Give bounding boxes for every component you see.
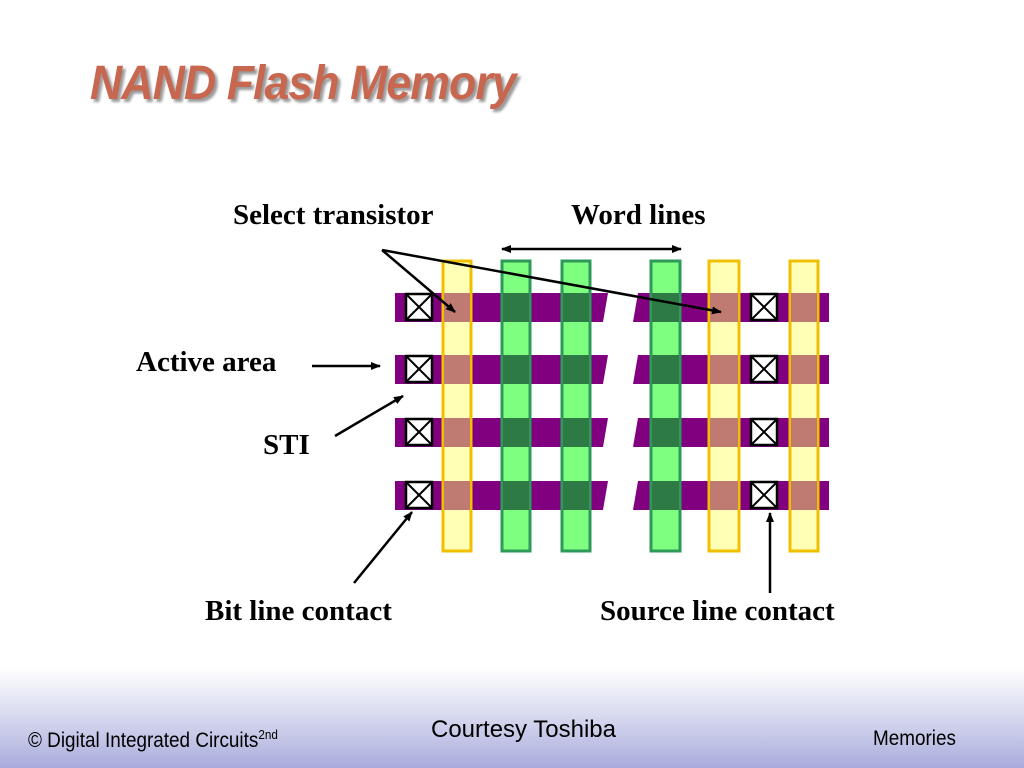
crossed-box-icon	[404, 292, 434, 322]
select-overlaps	[444, 293, 817, 510]
select-transistor-pointer-right	[381, 248, 722, 315]
crossed-box-icon	[749, 417, 779, 447]
source-line-contact-label: Source line contact	[600, 595, 835, 627]
crossed-box-icon	[749, 292, 779, 322]
footer-courtesy: Courtesy Toshiba	[431, 716, 616, 743]
select-transistor-label: Select transistor	[233, 199, 434, 231]
bit-line-contact-arrow	[353, 511, 413, 584]
active-area-label: Active area	[136, 346, 277, 378]
word-overlaps	[503, 293, 679, 510]
edition-superscript: 2nd	[258, 727, 278, 742]
select-transistor-pointer-left	[381, 249, 456, 313]
word-lines-label: Word lines	[571, 199, 706, 231]
sti-arrow	[334, 394, 404, 438]
crossed-box-icon	[404, 354, 434, 384]
crossed-box-icon	[404, 417, 434, 447]
bit-line-contacts	[404, 292, 434, 510]
footer-section: Memories	[873, 727, 956, 750]
sti-label: STI	[263, 429, 310, 461]
slide-title: NAND Flash Memory	[90, 57, 517, 110]
crossed-box-icon	[749, 480, 779, 510]
source-line-contacts	[749, 292, 779, 510]
annotation-arrows	[312, 245, 774, 593]
crossed-box-icon	[749, 354, 779, 384]
crossed-box-icon	[404, 480, 434, 510]
copyright-text: © Digital Integrated Circuits	[28, 729, 259, 752]
footer-copyright: © Digital Integrated Circuits2nd	[28, 727, 278, 753]
footer-band	[0, 668, 1024, 768]
bit-line-contact-label: Bit line contact	[205, 595, 392, 627]
